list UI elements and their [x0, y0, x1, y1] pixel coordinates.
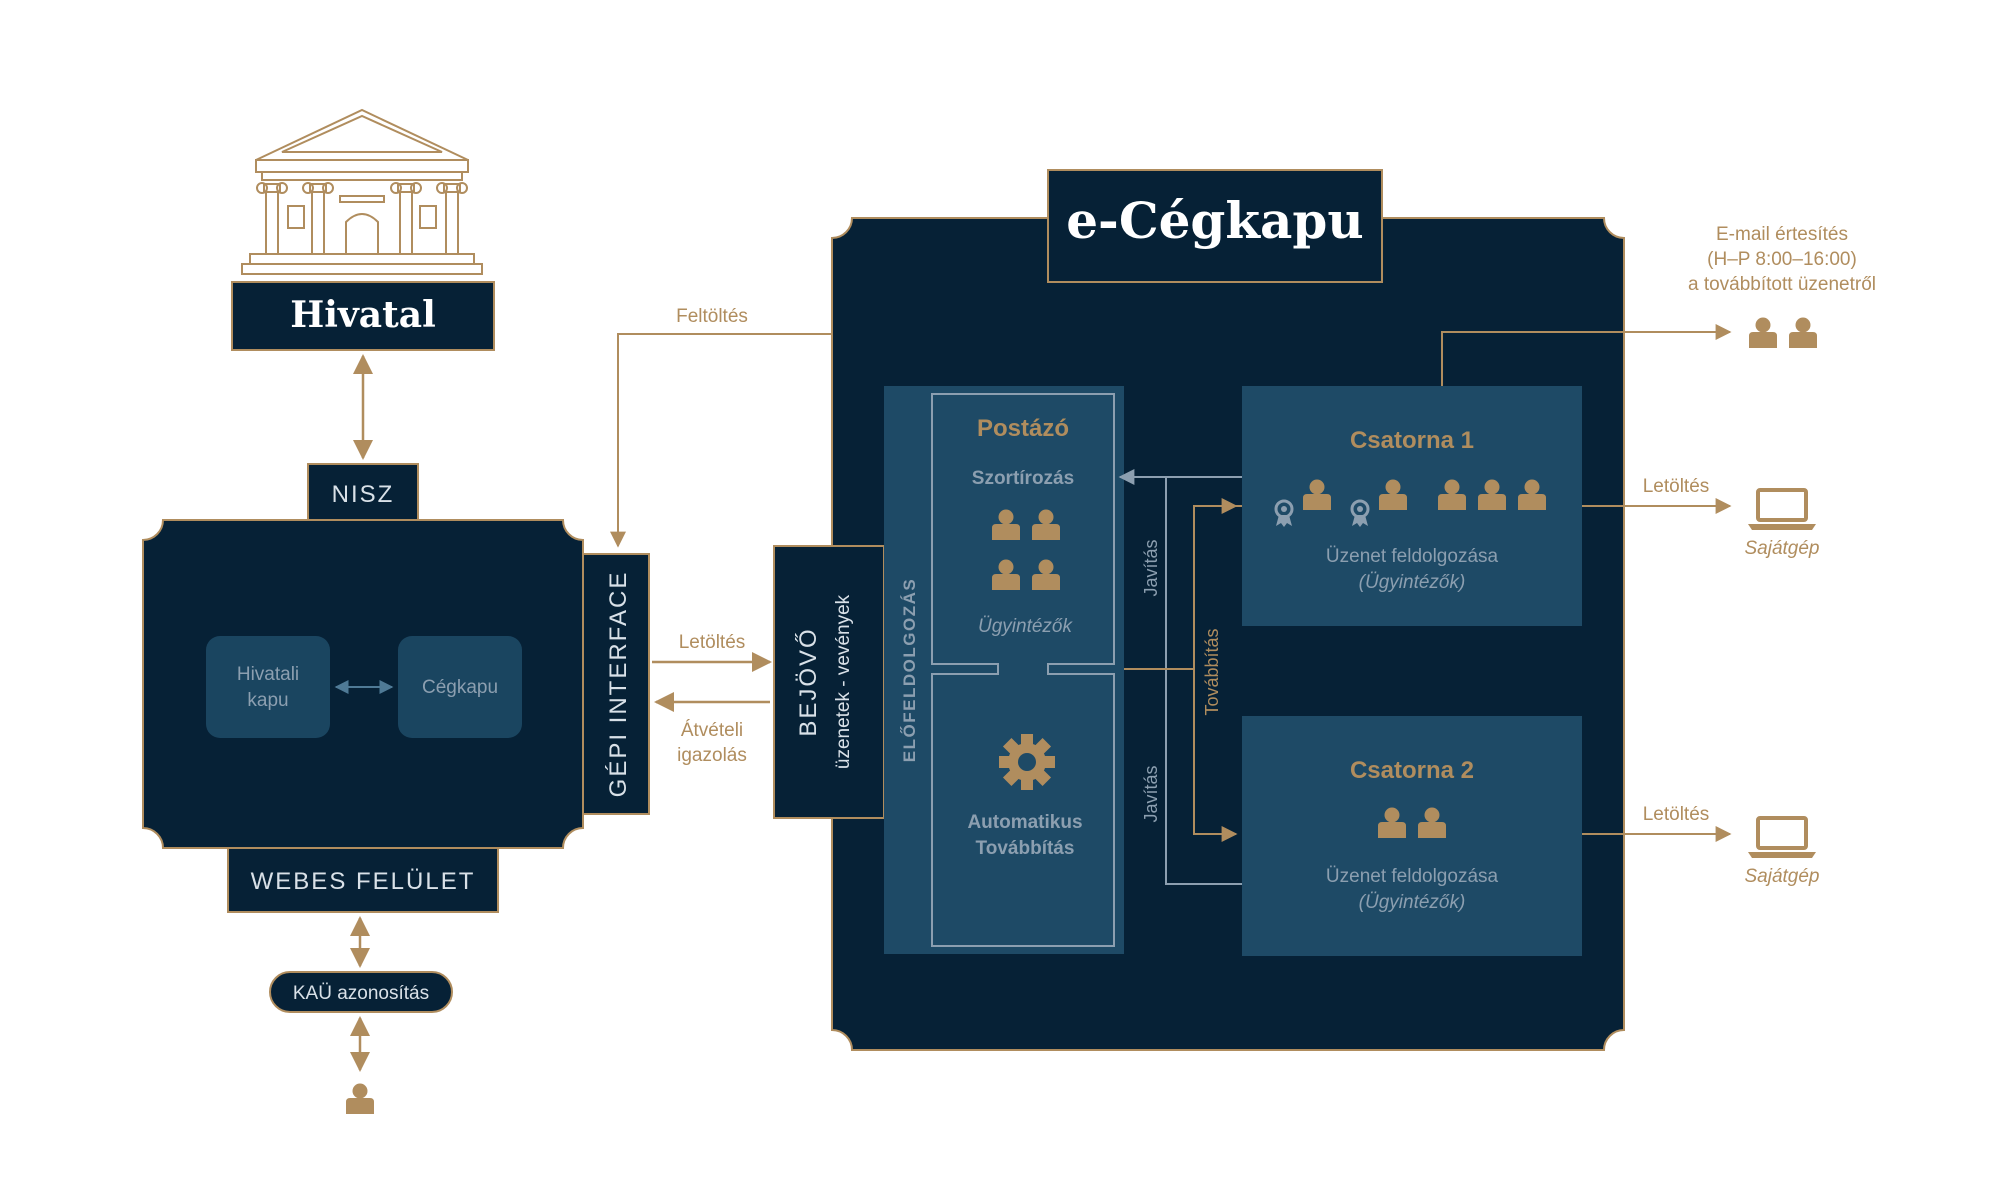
csatorna2-sub: (Ügyintézők)	[1359, 892, 1466, 913]
hivatali-kapu-tile	[206, 636, 330, 738]
csatorna2-desc: Üzenet feldolgozása	[1326, 866, 1499, 887]
building-icon	[241, 108, 483, 275]
email-line2: (H–P 8:00–16:00)	[1707, 249, 1857, 270]
cegkapu-tile	[398, 636, 522, 738]
csatorna1-sub: (Ügyintézők)	[1359, 572, 1466, 593]
postazo-connectors	[1118, 469, 1242, 885]
csatorna1-title: Csatorna 1	[1350, 427, 1474, 454]
csatorna2-panel	[1242, 716, 1582, 956]
csatorna2-title: Csatorna 2	[1350, 757, 1474, 784]
elofeldolgozas-label: ELŐFELDOLGOZÁS	[900, 578, 919, 762]
letoltes-main-label: Letöltés	[679, 632, 746, 653]
email-recipients-icon	[1749, 317, 1817, 348]
ugyintezok-label: Ügyintézők	[978, 616, 1073, 637]
csatorna1-desc: Üzenet feldolgozása	[1326, 546, 1499, 567]
bejovo-line1: BEJÖVŐ	[795, 627, 822, 736]
feltoltes-label: Feltöltés	[676, 306, 748, 327]
letoltes-c1-label: Letöltés	[1643, 476, 1710, 497]
sajatgep-1-label: Sajátgép	[1744, 538, 1819, 559]
auto-label-2: Továbbítás	[976, 838, 1075, 859]
nisz-box	[307, 463, 419, 521]
email-line1: E-mail értesítés	[1716, 224, 1848, 245]
kau-label: KAÜ azonosítás	[293, 983, 429, 1004]
hivatali-kapu-line2: kapu	[247, 690, 288, 711]
gepi-interface-label: GÉPI INTERFACE	[605, 571, 632, 798]
bejovo-box	[773, 545, 885, 819]
webes-label: WEBES FELÜLET	[251, 868, 476, 895]
hivatali-kapu-line1: Hivatali	[237, 664, 299, 685]
sajatgep-2-label: Sajátgép	[1744, 866, 1819, 887]
email-arrow	[1441, 324, 1732, 386]
user-icon	[346, 1083, 374, 1114]
szortirozas-label: Szortírozás	[972, 468, 1074, 489]
email-line3: a továbbított üzenetről	[1688, 274, 1876, 295]
atveteli-label-2: igazolás	[677, 745, 747, 766]
tovabbitas-label: Továbbítás	[1202, 628, 1222, 715]
bejovo-line2: üzenetek - vevények	[833, 594, 854, 769]
nisz-label: NISZ	[332, 481, 395, 508]
atveteli-label-1: Átvételi	[681, 720, 743, 741]
ecegkapu-title-box	[1047, 169, 1383, 283]
javitas-top-label: Javítás	[1141, 539, 1161, 596]
hivatal-title: Hivatal	[290, 294, 436, 336]
gepi-interface-box	[582, 553, 650, 815]
hivatal-box	[231, 281, 495, 351]
kau-pill	[269, 971, 453, 1013]
laptop-icon	[1746, 816, 1818, 860]
gear-icon	[999, 734, 1055, 790]
cegkapu-tile-label: Cégkapu	[422, 677, 498, 698]
auto-label-1: Automatikus	[967, 812, 1082, 833]
tovabbitas-connectors	[1124, 498, 1242, 842]
postazo-outline	[931, 393, 1115, 947]
elofeldolgozas-panel	[884, 386, 1124, 954]
ecegkapu-title: e-Cégkapu	[1066, 191, 1364, 250]
laptop-icon	[1746, 488, 1818, 532]
letoltes-c2-label: Letöltés	[1643, 804, 1710, 825]
javitas-bottom-label: Javítás	[1141, 765, 1161, 822]
webes-box	[227, 847, 499, 913]
postazo-title: Postázó	[977, 415, 1069, 442]
